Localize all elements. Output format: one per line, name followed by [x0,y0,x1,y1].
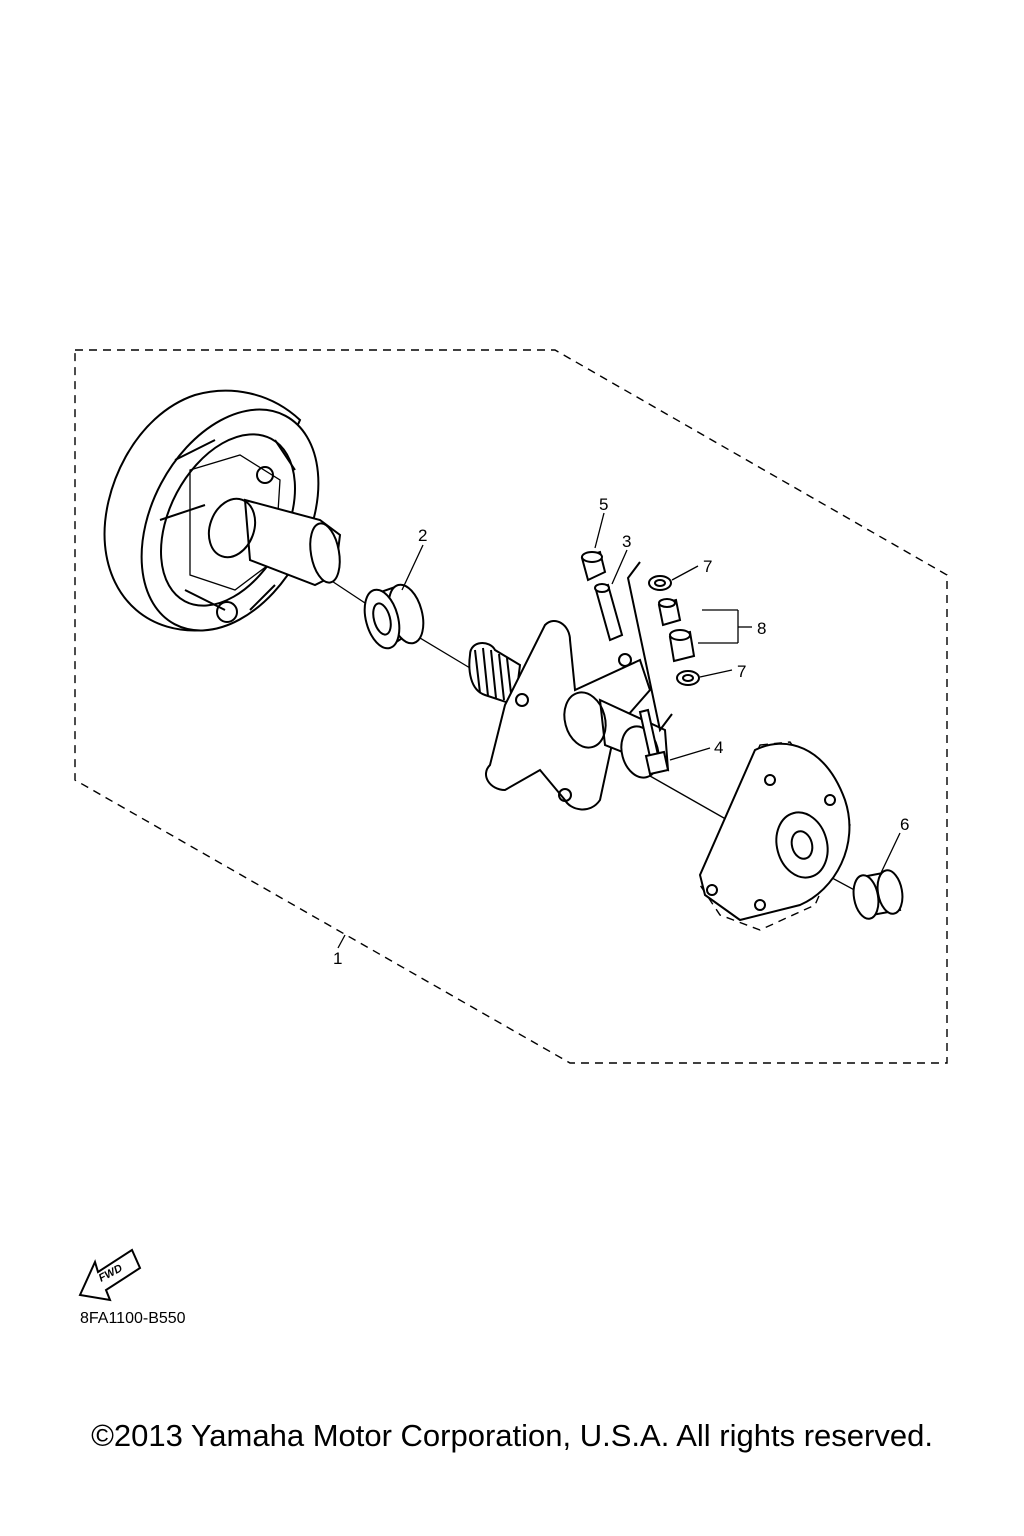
spider-assembly [468,550,670,811]
copyright-notice: ©2013 Yamaha Motor Corporation, U.S.A. A… [91,1418,933,1453]
assembly-boundary [74,349,948,1064]
callout-3: 3 [622,532,631,551]
bushing-part-6 [852,869,904,920]
callout-5: 5 [599,495,608,514]
callout-2: 2 [418,526,427,545]
collar-part-2 [363,583,425,650]
callout-4: 4 [714,738,723,757]
fwd-arrow-icon: FWD [78,1248,142,1302]
bushings-washers [626,561,700,733]
callout-6: 6 [900,815,909,834]
callout-7-bottom: 7 [737,662,746,681]
fixed-sheave [103,389,342,632]
callout-8: 8 [757,619,766,638]
cover-plate [698,741,851,931]
callout-1: 1 [333,949,342,968]
diagram-code: 8FA1100-B550 [80,1310,186,1327]
callout-7-top: 7 [703,557,712,576]
leader-lines [337,512,901,949]
